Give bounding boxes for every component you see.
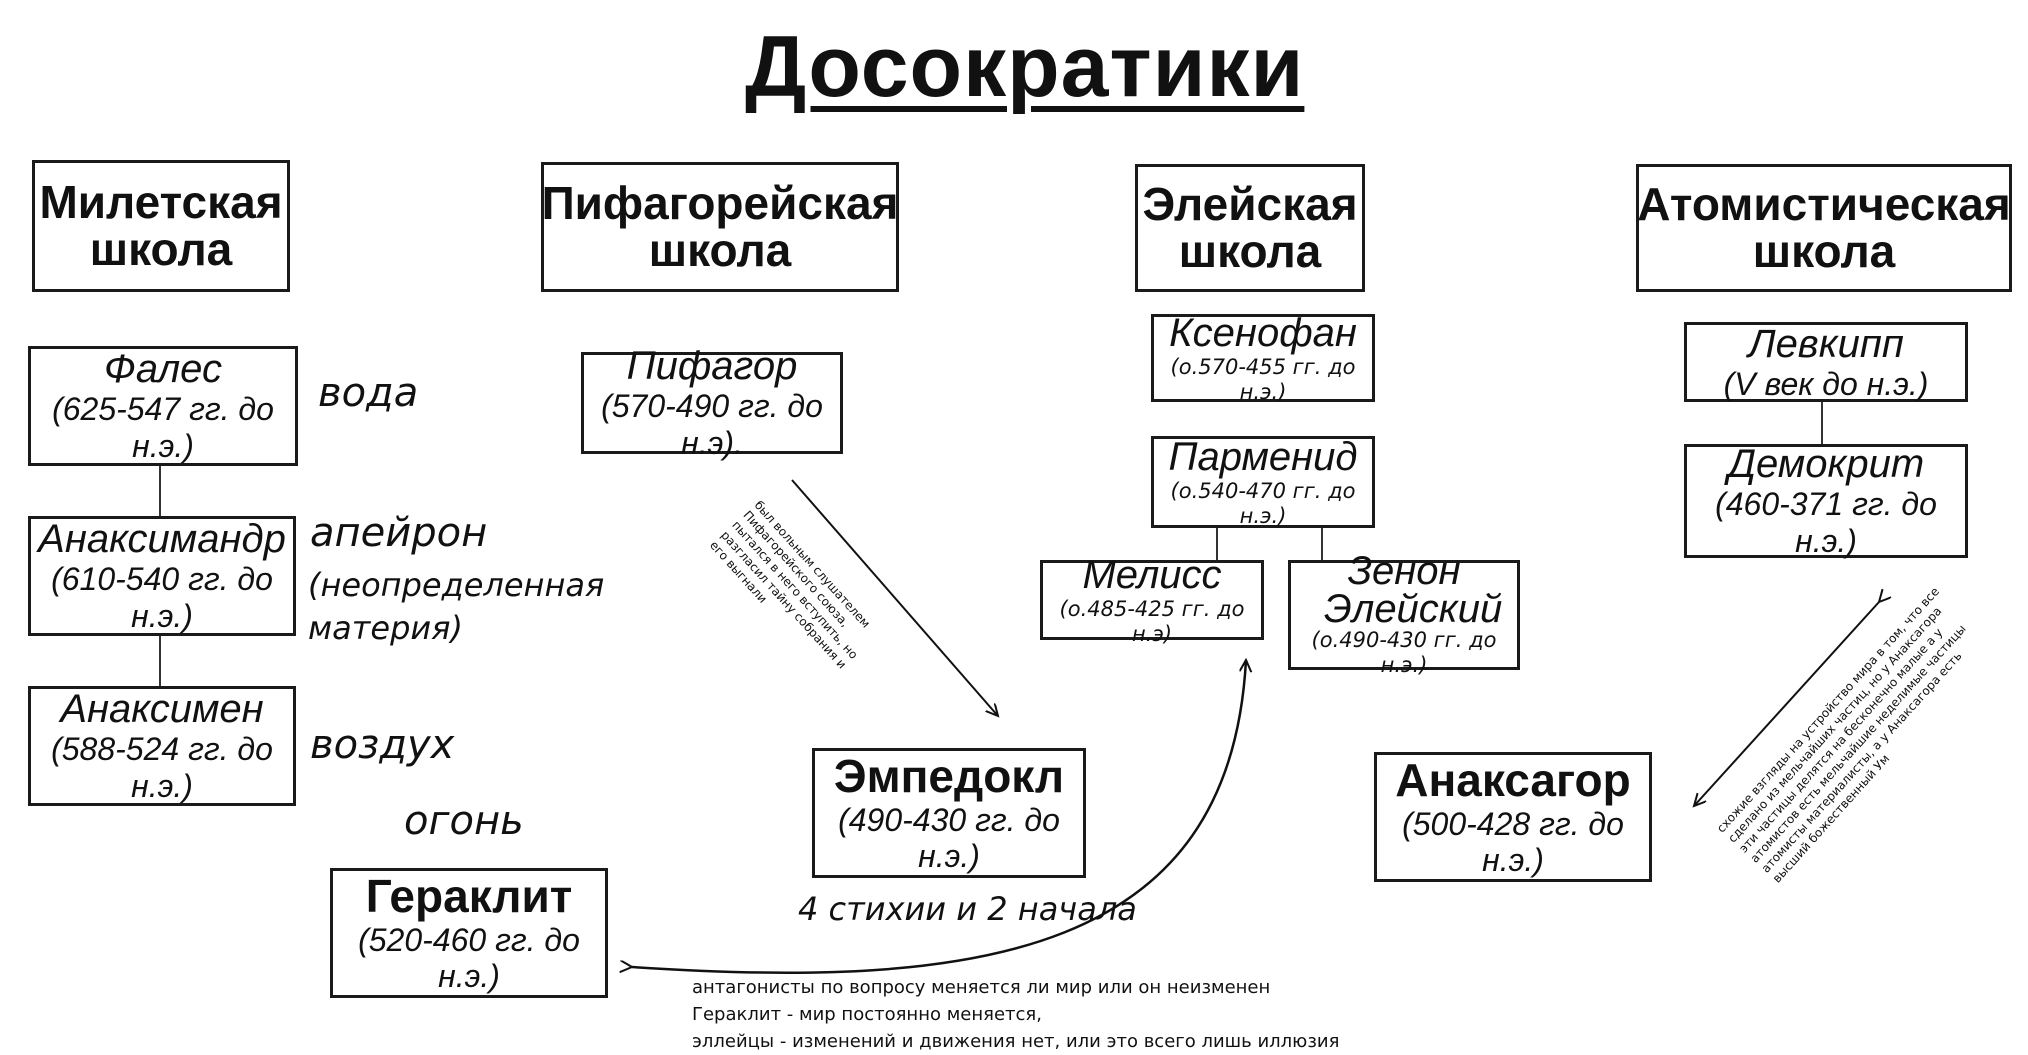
leucippus-name: Левкипп bbox=[1748, 321, 1904, 366]
element-air: воздух bbox=[310, 722, 455, 768]
democritus-dates: (460-371 гг. до н.э.) bbox=[1715, 486, 1937, 559]
xenophanes-dates: (о.570-455 гг. до н.э.) bbox=[1170, 354, 1356, 404]
antagonists-line-1: антагонисты по вопросу меняется ли мир и… bbox=[692, 977, 1271, 998]
school-pythagorean-label: Пифагорейская школа bbox=[541, 177, 899, 276]
anaxagoras-name: Анаксагор bbox=[1395, 753, 1631, 806]
melissus-box: Мелисс (о.485-425 гг. до н.э) bbox=[1040, 553, 1264, 646]
empedocles-dates: (490-430 гг. до н.э.) bbox=[838, 801, 1060, 875]
pythagoras-box: Пифагор (570-490 гг. до н.э). bbox=[581, 344, 843, 461]
empedocles-box: Эмпедокл (490-430 гг. до н.э.) bbox=[812, 748, 1086, 878]
anaximander-dates: (610-540 гг. до н.э.) bbox=[51, 561, 273, 634]
empedocles-name: Эмпедокл bbox=[833, 749, 1065, 802]
anaxagoras-box: Анаксагор (500-428 гг. до н.э.) bbox=[1374, 752, 1652, 882]
element-fire: огонь bbox=[404, 798, 524, 844]
antagonists-note: антагонисты по вопросу меняется ли мир и… bbox=[692, 974, 1339, 1055]
leucippus-dates: (V век до н.э.) bbox=[1723, 365, 1929, 402]
thales-box: Фалес (625-547 гг. до н.э.) bbox=[28, 346, 298, 466]
xenophanes-box: Ксенофан (о.570-455 гг. до н.э.) bbox=[1151, 310, 1375, 404]
school-milesian: Милетская школа bbox=[32, 160, 290, 292]
zeno-name: Зенон Элейский bbox=[1324, 548, 1503, 631]
element-water: вода bbox=[318, 370, 419, 416]
anaximenes-dates: (588-524 гг. до н.э.) bbox=[51, 731, 273, 804]
heraclitus-dates: (520-460 гг. до н.э.) bbox=[358, 921, 580, 995]
pythagoras-dates: (570-490 гг. до н.э). bbox=[601, 388, 823, 461]
democritus-name: Демокрит bbox=[1727, 442, 1925, 487]
school-eleatic-label: Элейская школа bbox=[1142, 178, 1358, 277]
leucippus-box: Левкипп (V век до н.э.) bbox=[1684, 322, 1968, 402]
democritus-box: Демокрит (460-371 гг. до н.э.) bbox=[1684, 442, 1968, 559]
xenophanes-name: Ксенофан bbox=[1169, 310, 1357, 355]
atomists-anaxagoras-arrow bbox=[1694, 602, 1879, 806]
anaximenes-name: Анаксимен bbox=[60, 687, 264, 732]
element-apeiron-note: (неопределенная материя) bbox=[308, 566, 605, 648]
antagonists-line-2: Гераклит - мир постоянно меняется, bbox=[692, 1004, 1042, 1025]
melissus-dates: (о.485-425 гг. до н.э) bbox=[1059, 596, 1245, 646]
page-title: Досократики bbox=[745, 19, 1305, 115]
zeno-box: Зенон Элейский (о.490-430 гг. до н.э.) bbox=[1288, 551, 1520, 677]
school-eleatic: Элейская школа bbox=[1135, 164, 1365, 292]
heraclitus-name: Гераклит bbox=[365, 869, 573, 922]
zeno-dates: (о.490-430 гг. до н.э.) bbox=[1311, 627, 1497, 677]
element-apeiron: апейрон bbox=[310, 510, 488, 556]
parmenides-box: Парменид (о.540-470 гг. до н.э.) bbox=[1151, 434, 1375, 528]
thales-dates: (625-547 гг. до н.э.) bbox=[52, 391, 274, 464]
empedocles-note: 4 стихии и 2 начала bbox=[798, 890, 1137, 928]
heraclitus-box: Гераклит (520-460 гг. до н.э.) bbox=[330, 868, 608, 998]
pythagoras-name: Пифагор bbox=[626, 344, 798, 389]
school-pythagorean: Пифагорейская школа bbox=[541, 162, 899, 292]
antagonists-line-3: эллейцы - изменений и движения нет, или … bbox=[692, 1031, 1340, 1052]
anaximander-name: Анаксимандр bbox=[38, 517, 286, 562]
anaximander-box: Анаксимандр (610-540 гг. до н.э.) bbox=[28, 516, 296, 636]
school-atomist-label: Атомистическая школа bbox=[1637, 178, 2011, 277]
heraclitus-eleatics-arrow bbox=[632, 660, 1246, 974]
anaximenes-box: Анаксимен (588-524 гг. до н.э.) bbox=[28, 686, 296, 806]
parmenides-dates: (о.540-470 гг. до н.э.) bbox=[1170, 478, 1356, 528]
anaxagoras-dates: (500-428 гг. до н.э.) bbox=[1402, 805, 1624, 879]
melissus-name: Мелисс bbox=[1082, 552, 1222, 597]
thales-name: Фалес bbox=[104, 347, 222, 392]
school-milesian-label: Милетская школа bbox=[39, 176, 283, 275]
school-atomist: Атомистическая школа bbox=[1636, 164, 2012, 292]
parmenides-name: Парменид bbox=[1168, 434, 1358, 479]
